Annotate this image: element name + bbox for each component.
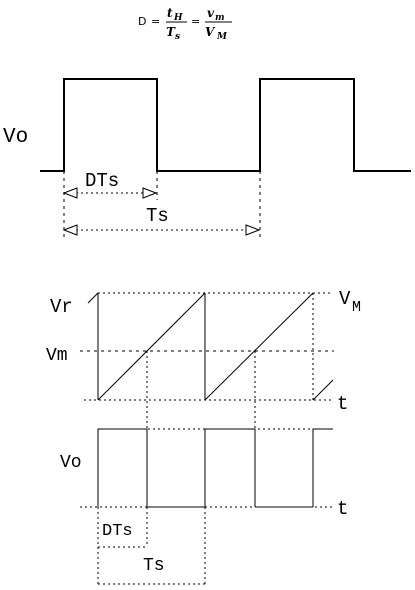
duty-arrow-right xyxy=(142,187,158,199)
formula-lhs: D xyxy=(138,15,146,28)
frac2-numerator: v xyxy=(207,6,215,20)
formula-equals-2: = xyxy=(191,15,200,28)
ramp-tail xyxy=(87,292,99,304)
output-pulse-3 xyxy=(312,428,333,507)
ramp-rise-3 xyxy=(312,379,334,401)
control-voltage-label: Vm xyxy=(46,346,68,366)
frac1-numerator: t xyxy=(167,6,173,20)
ramp-rise-2 xyxy=(204,292,314,401)
pwm-output: Vo t DTs Ts xyxy=(60,428,348,585)
output-vo-label: Vo xyxy=(60,453,82,473)
period-arrow-left xyxy=(62,224,78,236)
top-period-label: Ts xyxy=(146,205,169,227)
output-pulse-2 xyxy=(204,428,256,507)
duty-cycle-formula: D = t H T s = v m V M xyxy=(138,6,232,42)
top-duty-label: DTs xyxy=(85,170,119,192)
output-duty-label: DTs xyxy=(102,522,133,541)
frac2-denominator-sub: M xyxy=(216,32,228,42)
frac1-denominator: T xyxy=(166,25,176,39)
formula-equals-1: = xyxy=(151,15,160,28)
ramp-comparison: Vr V M Vm t xyxy=(46,288,361,428)
top-square-wave xyxy=(40,78,411,172)
top-waveform: Vo DTs Ts xyxy=(3,78,411,240)
frac2-numerator-sub: m xyxy=(215,13,225,23)
ramp-max-sub: M xyxy=(352,299,361,316)
ramp-time-label: t xyxy=(337,393,348,415)
top-vo-label: Vo xyxy=(3,126,28,149)
frac1-denominator-sub: s xyxy=(175,32,180,42)
frac2-denominator: V xyxy=(205,25,216,39)
ramp-max-label: V xyxy=(339,288,351,310)
frac1-numerator-sub: H xyxy=(173,13,183,23)
output-pulse-1 xyxy=(97,428,148,507)
output-time-label: t xyxy=(337,498,348,520)
period-arrow-right xyxy=(245,224,261,236)
ramp-rise-1 xyxy=(97,292,206,401)
ramp-peak-label: Vr xyxy=(50,296,73,318)
duty-arrow-left xyxy=(62,187,78,199)
output-period-label: Ts xyxy=(143,556,165,576)
